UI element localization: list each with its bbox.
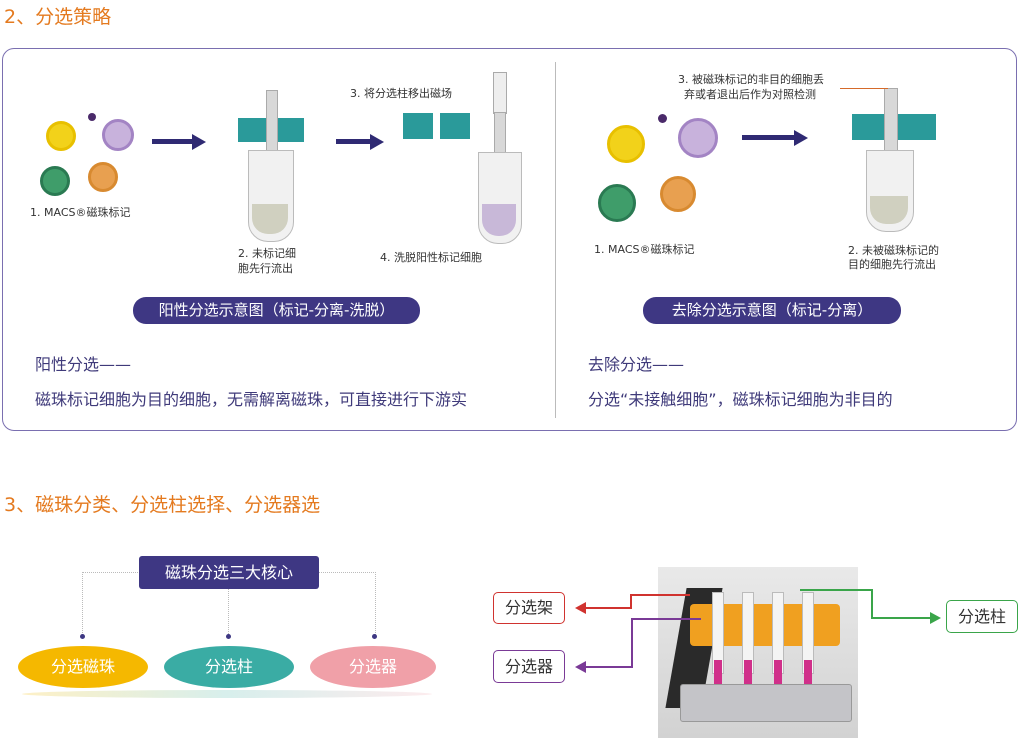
- green-arrow-head: [930, 612, 941, 624]
- red-arrow-line-h2: [630, 594, 690, 596]
- dotted-connector-center: [228, 588, 230, 636]
- magnet-removed-left: [403, 113, 433, 139]
- connector-dot-left: [80, 634, 85, 639]
- tube-rack-base: [680, 684, 852, 722]
- rack-label: 分选架: [493, 592, 565, 624]
- ellipse-column: 分选柱: [164, 646, 294, 688]
- green-cell: [40, 166, 70, 196]
- depletion-step3-line2: 弃或者退出后作为对照检测: [684, 88, 816, 101]
- core-title-box: 磁珠分选三大核心: [139, 556, 319, 589]
- pink-sample-4: [804, 660, 812, 688]
- yellow-cell: [607, 125, 645, 163]
- depletion-step2-line2: 目的细胞先行流出: [848, 258, 936, 271]
- connector-dot-center: [226, 634, 231, 639]
- red-arrow-line: [585, 607, 631, 609]
- purple-arrow-line-h2: [631, 618, 701, 620]
- magnet-left: [238, 118, 268, 142]
- step3-label: 3. 将分选柱移出磁场: [350, 87, 452, 100]
- step2-label-line1: 2. 未标记细: [238, 247, 296, 260]
- strategy-panel: [2, 48, 1017, 431]
- column-stem-2: [494, 112, 506, 154]
- green-cell: [598, 184, 636, 222]
- positive-selection-heading: 阳性分选——: [35, 355, 132, 374]
- green-arrow-line-h2: [871, 617, 931, 619]
- pink-sample-3: [774, 660, 782, 688]
- depletion-step1-label: 1. MACS®磁珠标记: [594, 243, 695, 256]
- depletion-selection-pill: 去除分选示意图（标记-分离）: [643, 297, 901, 324]
- arrow-3: [742, 135, 796, 140]
- depletion-step3-line1: 3. 被磁珠标记的非目的细胞丢: [678, 73, 824, 86]
- red-arrow-head: [575, 602, 586, 614]
- magnetic-bead-icon: [88, 113, 96, 121]
- step4-label: 4. 洗脱阳性标记细胞: [380, 251, 482, 264]
- red-arrow-line-v: [630, 594, 632, 609]
- depletion-selection-heading: 去除分选——: [588, 355, 685, 374]
- magnet-right: [274, 118, 304, 142]
- purple-arrow-line-v: [631, 618, 633, 668]
- arrow-2-head: [370, 134, 384, 150]
- tube-labeled-cells: [482, 204, 516, 236]
- purple-arrow-head: [575, 661, 586, 673]
- purple-cell: [678, 118, 718, 158]
- depletion-step2-line1: 2. 未被磁珠标记的: [848, 244, 939, 257]
- arrow-1-head: [192, 134, 206, 150]
- ellipse-beads: 分选磁珠: [18, 646, 148, 688]
- pink-sample-2: [744, 660, 752, 688]
- yellow-cell: [46, 121, 76, 151]
- step1-label: 1. MACS®磁珠标记: [30, 206, 131, 219]
- positive-selection-pill: 阳性分选示意图（标记-分离-洗脱）: [133, 297, 420, 324]
- depletion-selection-desc: 分选“未接触细胞”，磁珠标记细胞为非目的: [588, 390, 893, 409]
- step2-label-line2: 胞先行流出: [238, 262, 293, 275]
- section-title-classification: 3、磁珠分类、分选柱选择、分选器选: [4, 494, 321, 516]
- ellipse-separator: 分选器: [310, 646, 436, 688]
- arrow-3-head: [794, 130, 808, 146]
- section-title-strategy: 2、分选策略: [4, 6, 112, 28]
- ellipse-shadow: [22, 690, 432, 698]
- orange-cell: [660, 176, 696, 212]
- column-stem: [266, 90, 278, 152]
- green-arrow-line-v: [871, 589, 873, 619]
- magnet-removed-right: [440, 113, 470, 139]
- tube-cells: [252, 204, 288, 234]
- depletion-column-stem: [884, 88, 898, 152]
- column-label: 分选柱: [946, 600, 1018, 633]
- plunger: [493, 72, 507, 114]
- separator-label: 分选器: [493, 650, 565, 683]
- arrow-2: [336, 139, 372, 144]
- panel-divider: [555, 62, 556, 418]
- pink-sample-1: [714, 660, 722, 688]
- purple-cell: [102, 119, 134, 151]
- purple-arrow-line: [585, 666, 633, 668]
- positive-selection-desc: 磁珠标记细胞为目的细胞，无需解离磁珠，可直接进行下游实: [35, 390, 468, 409]
- depletion-tube-cells: [870, 196, 908, 224]
- connector-dot-right: [372, 634, 377, 639]
- magnetic-bead-icon: [658, 114, 667, 123]
- depletion-pointer-line: [840, 88, 888, 89]
- arrow-1: [152, 139, 194, 144]
- orange-cell: [88, 162, 118, 192]
- green-arrow-line-h1: [800, 589, 872, 591]
